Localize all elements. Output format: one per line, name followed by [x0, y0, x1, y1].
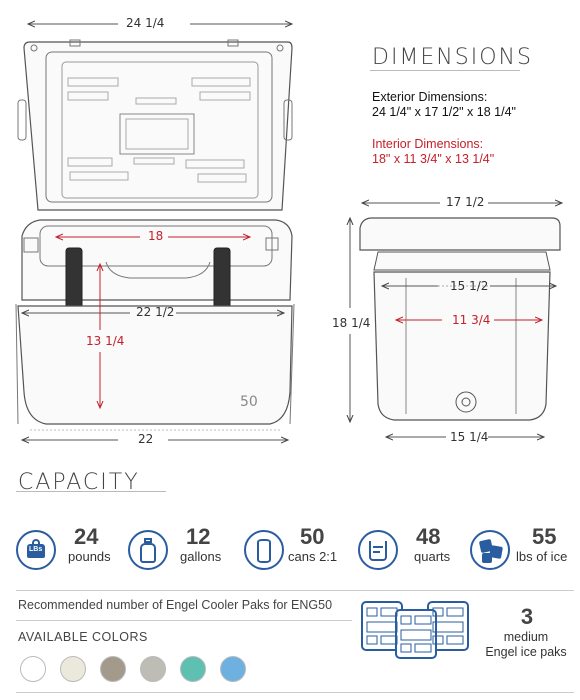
quarts-unit: quarts [414, 549, 451, 564]
front-top-width-label: 24 1/4 [126, 16, 165, 30]
color-swatch[interactable] [100, 656, 126, 682]
water-jug-icon [128, 530, 168, 570]
side-height-label: 18 1/4 [332, 316, 371, 330]
capacity-item-ice: 55 lbs of ice [470, 526, 578, 576]
color-swatch[interactable] [20, 656, 46, 682]
ice-pak-size: medium [503, 630, 549, 644]
side-top-depth-label: 17 1/2 [446, 195, 485, 209]
capacity-item-gallons: 12 gallons [128, 526, 238, 576]
front-view-diagram [15, 0, 295, 460]
pounds-number: 24 [74, 524, 99, 549]
weight-icon: LBs [16, 530, 56, 570]
quarts-number: 48 [416, 524, 441, 549]
weight-icon-text: LBs [29, 546, 43, 553]
divider-mid [16, 620, 352, 621]
interior-label: Interior Dimensions: [372, 137, 484, 151]
color-swatch[interactable] [60, 656, 86, 682]
color-swatch[interactable] [180, 656, 206, 682]
front-interior-height-label: 13 1/4 [86, 334, 125, 348]
side-base-depth-label: 15 1/4 [450, 430, 489, 444]
ice-unit: lbs of ice [516, 549, 568, 564]
dimensions-underline [370, 70, 520, 71]
pounds-unit: pounds [68, 549, 111, 564]
color-swatch[interactable] [140, 656, 166, 682]
color-swatch[interactable] [220, 656, 246, 682]
capacity-heading: CAPACITY [18, 470, 140, 495]
ice-pak-name: Engel ice paks [485, 645, 567, 659]
front-interior-width-label: 18 [148, 229, 164, 243]
capacity-item-quarts: 48 quarts [358, 526, 458, 576]
available-colors-label: AVAILABLE COLORS [18, 630, 148, 644]
capacity-item-pounds: LBs 24 pounds [16, 526, 126, 576]
ice-pak-count: 3 [520, 604, 534, 629]
cans-unit: cans 2:1 [288, 549, 338, 564]
gallons-unit: gallons [180, 549, 222, 564]
cans-number: 50 [300, 524, 325, 549]
measuring-cup-icon [358, 530, 398, 570]
ice-pak-recommendation: Recommended number of Engel Cooler Paks … [18, 598, 333, 612]
side-mid-depth-label: 15 1/2 [450, 279, 489, 293]
capacity-underline [16, 491, 166, 492]
dimensions-heading: DIMENSIONS [372, 45, 533, 70]
exterior-value: 24 1/4" x 17 1/2" x 18 1/4" [372, 105, 516, 119]
can-icon [244, 530, 284, 570]
gallons-number: 12 [186, 524, 211, 549]
ice-number: 55 [532, 524, 557, 549]
ice-pak-illustration [361, 601, 469, 659]
front-base-width-label: 22 [138, 432, 154, 446]
side-view-diagram [330, 190, 570, 450]
divider-top [16, 590, 574, 591]
exterior-label: Exterior Dimensions: [372, 90, 488, 104]
front-body-width-label: 22 1/2 [136, 305, 175, 319]
interior-value: 18" x 11 3/4" x 13 1/4" [372, 152, 495, 166]
capacity-item-cans: 50 cans 2:1 [244, 526, 354, 576]
divider-bottom [16, 692, 574, 693]
ice-cubes-icon [470, 530, 510, 570]
side-interior-depth-label: 11 3/4 [452, 313, 491, 327]
model-mark: 50 [240, 394, 258, 410]
